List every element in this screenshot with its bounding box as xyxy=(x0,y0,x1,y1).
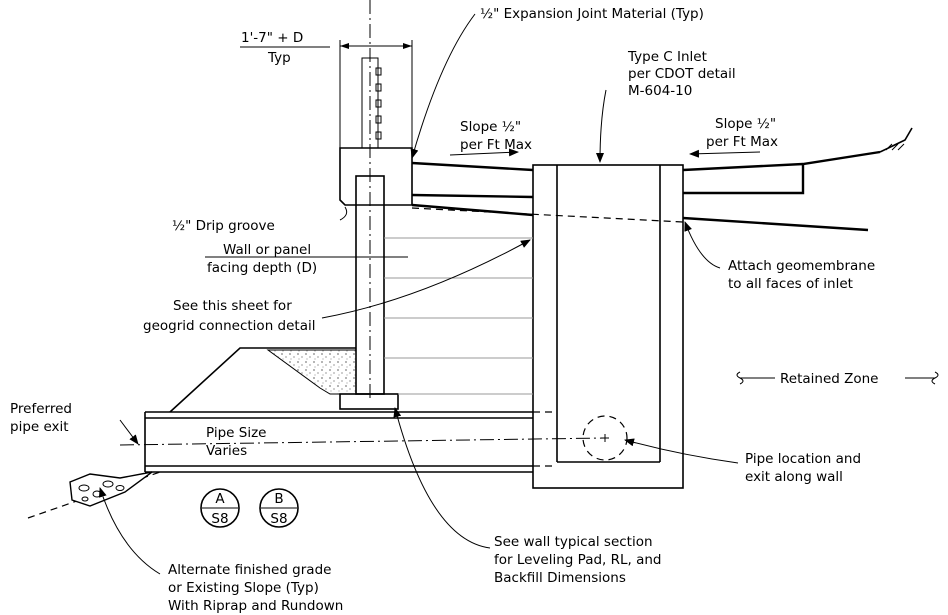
section-marker-a xyxy=(200,488,240,528)
wall-section-line2: for Leveling Pad, RL, and xyxy=(494,552,662,568)
section-b-sheet: S8 xyxy=(270,511,287,527)
section-a-letter: A xyxy=(215,491,225,507)
pipe-location-line1: Pipe location and xyxy=(745,451,861,467)
geogrid-line2: geogrid connection detail xyxy=(143,318,315,334)
facing-depth-line2: facing depth (D) xyxy=(207,260,317,276)
right-grade-extension xyxy=(879,127,913,153)
top-dimension xyxy=(240,40,413,148)
type-c-inlet xyxy=(532,164,684,489)
geomembrane-line1: Attach geomembrane xyxy=(728,258,875,274)
dim-top-line2: Typ xyxy=(267,50,291,66)
slope-right-line1: Slope ½" xyxy=(715,116,776,132)
wall-section-line3: Backfill Dimensions xyxy=(494,570,626,586)
surface-slab xyxy=(411,161,534,217)
retained-zone-label: Retained Zone xyxy=(780,371,879,387)
preferred-exit-line1: Preferred xyxy=(10,401,72,417)
inlet-label-line3: M-604-10 xyxy=(628,83,692,99)
pipe-size-line2: Varies xyxy=(206,443,247,459)
alternate-grade-line3: With Riprap and Rundown xyxy=(168,598,343,614)
inlet-label-line1: Type C Inlet xyxy=(627,49,707,65)
alternate-grade-line1: Alternate finished grade xyxy=(168,562,331,578)
ground-hatch xyxy=(885,143,905,151)
wall-section-line1: See wall typical section xyxy=(494,534,653,550)
drip-groove-label: ½" Drip groove xyxy=(172,218,275,234)
slope-left-line2: per Ft Max xyxy=(460,137,532,153)
leveling-pad xyxy=(339,393,399,410)
expansion-joint-label: ½" Expansion Joint Material (Typ) xyxy=(480,6,704,22)
pipe-location-marker xyxy=(582,415,628,461)
pipe-location-line2: exit along wall xyxy=(745,469,843,485)
facing-depth-line1: Wall or panel xyxy=(223,242,311,258)
dim-top-line1: 1'-7" + D xyxy=(241,30,303,46)
retained-zone-breaklines xyxy=(736,371,939,385)
alternate-grade-line2: or Existing Slope (Typ) xyxy=(168,580,319,596)
inlet-label-line2: per CDOT detail xyxy=(628,66,736,82)
panel-notches xyxy=(375,67,382,140)
leader-lines xyxy=(98,13,761,575)
slope-right-line2: per Ft Max xyxy=(706,134,778,150)
right-grade xyxy=(682,150,881,232)
gravel-fill xyxy=(266,349,357,395)
geomembrane xyxy=(411,207,684,223)
geomembrane-line2: to all faces of inlet xyxy=(728,276,853,292)
pipe xyxy=(119,411,606,473)
backfill-wedge xyxy=(169,347,356,413)
riprap-stones xyxy=(78,480,125,502)
geogrid-layers xyxy=(384,237,533,395)
slope-left-line1: Slope ½" xyxy=(460,119,521,135)
pipe-size-line1: Pipe Size xyxy=(206,425,266,441)
riprap xyxy=(69,471,153,507)
section-a-sheet: S8 xyxy=(211,511,228,527)
section-b-letter: B xyxy=(274,491,283,507)
section-marker-b xyxy=(259,488,299,528)
coping xyxy=(339,147,413,206)
preferred-exit-line2: pipe exit xyxy=(10,419,69,435)
geogrid-line1: See this sheet for xyxy=(173,298,292,314)
